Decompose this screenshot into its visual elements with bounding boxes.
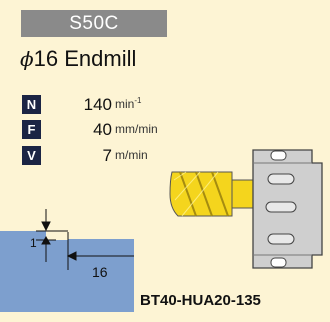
param-badge-f: F [22,120,41,139]
width-label: 16 [92,264,108,280]
param-value-n: 140 [83,95,112,114]
param-unit-f: mm/min [115,122,158,136]
param-value-f: 40 [93,120,112,139]
width-dimension [66,232,134,270]
param-badge-n: N [22,95,41,114]
endmill-tool [169,171,261,217]
material-label: S50C [21,10,167,37]
depth-dimension [36,209,68,262]
workpiece-shape [0,231,134,312]
param-unit-n: min-1 [115,96,142,112]
param-badge-v: V [22,146,41,165]
tool-name-text: 16 Endmill [33,46,137,71]
param-value-v: 7 [102,146,112,165]
param-spindle-speed: N 140 min-1 [22,95,212,114]
param-feed-rate: F 40 mm/min [22,120,212,139]
param-cutting-speed: V 7 m/min [22,146,212,165]
tool-name: ϕ16 Endmill [20,46,136,72]
param-unit-v: m/min [115,148,148,162]
param-unit-n-exponent: -1 [134,96,142,105]
holder-code: BT40-HUA20-135 [140,292,261,309]
depth-label: 1 [30,236,37,250]
tool-holder [252,149,323,269]
diameter-symbol: ϕ [20,47,34,71]
